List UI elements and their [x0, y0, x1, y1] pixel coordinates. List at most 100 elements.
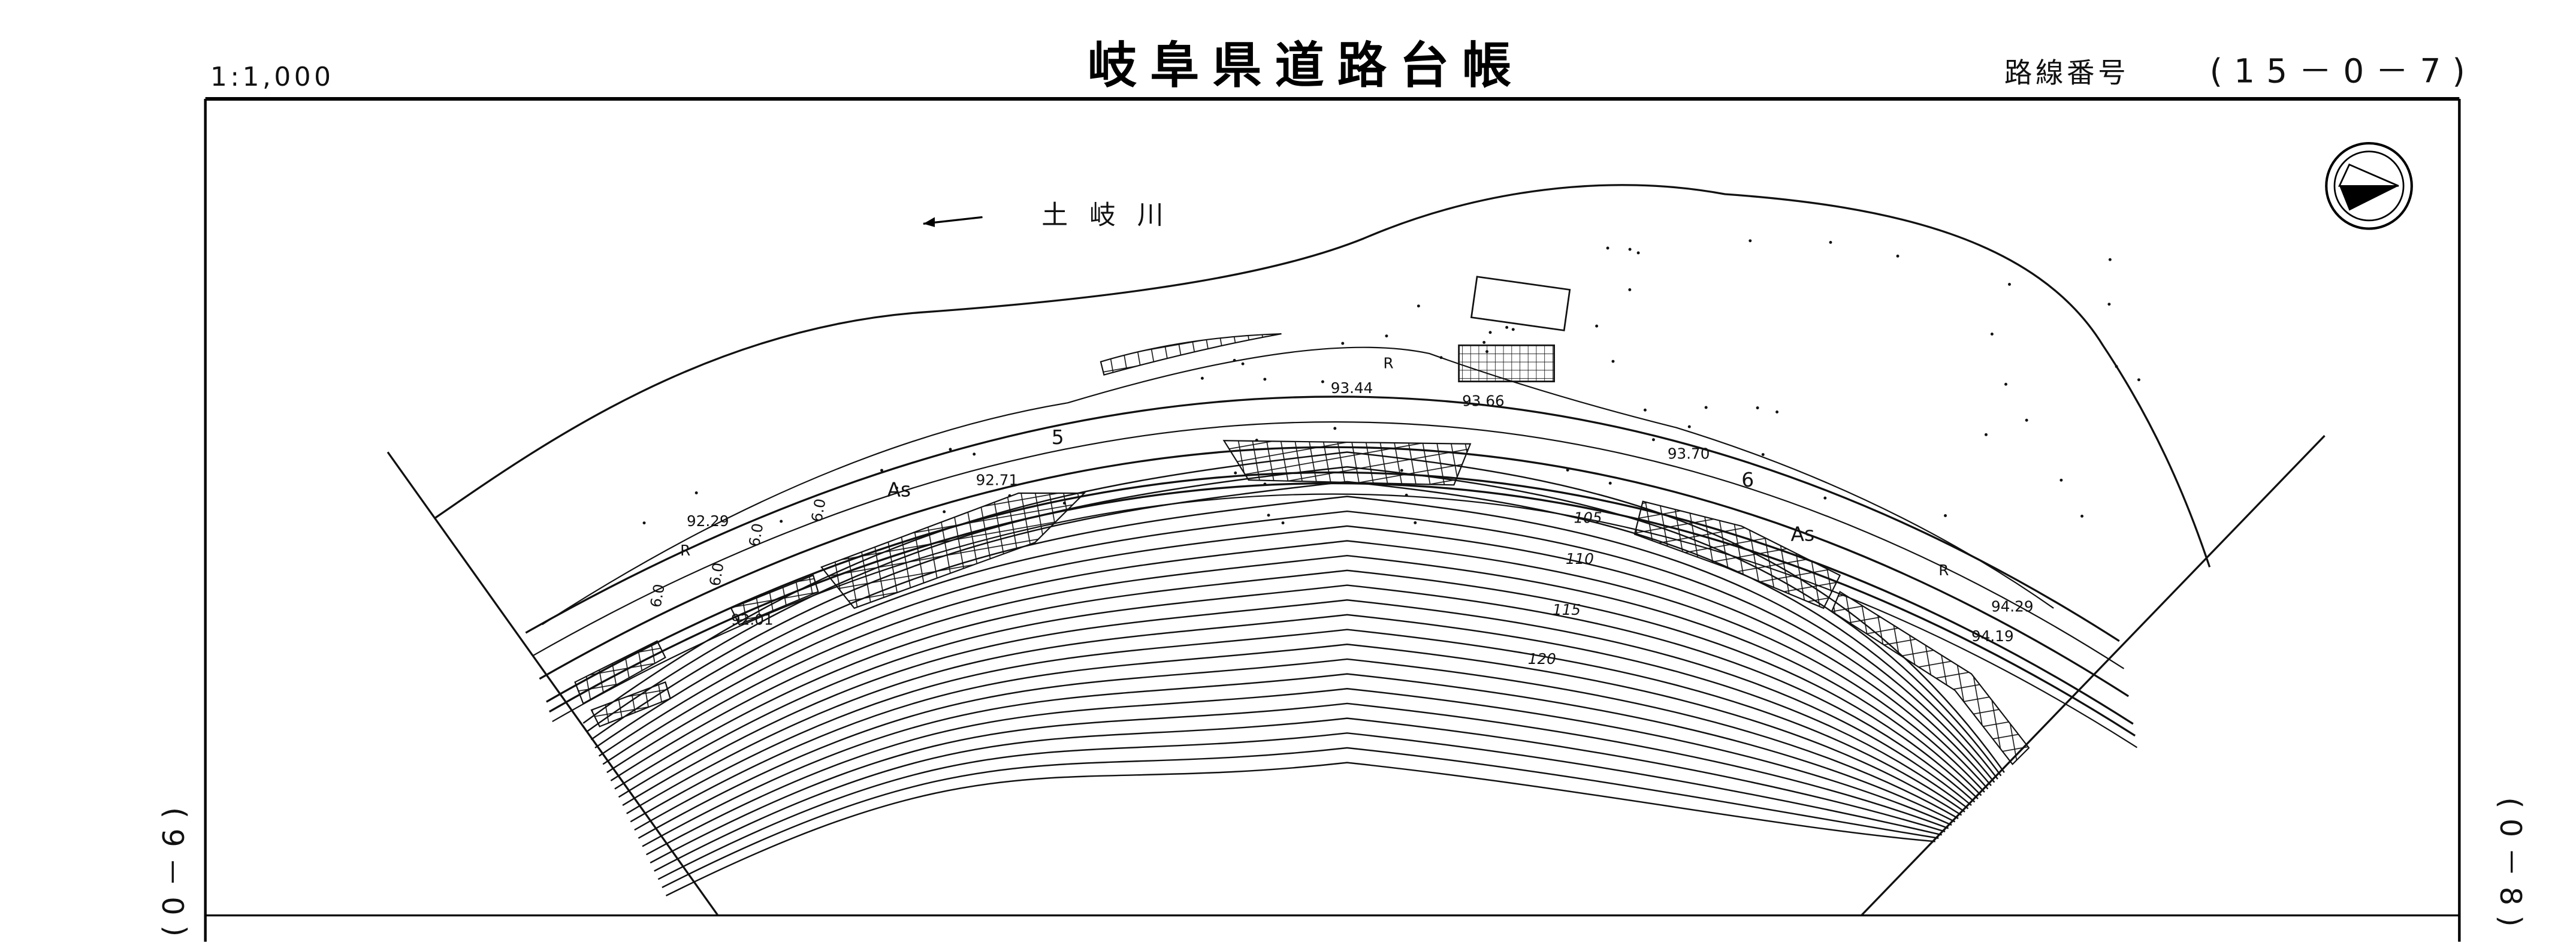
stipple-dot	[1482, 340, 1486, 344]
stipple-dot	[1263, 378, 1267, 381]
stipple-dot	[1488, 331, 1492, 334]
stipple-dot	[1636, 251, 1640, 255]
stipple-dot	[1321, 380, 1324, 384]
contour-line	[650, 702, 1949, 864]
stipple-dot	[1748, 239, 1752, 243]
elevation-label: 92.29	[687, 512, 729, 530]
route-number-label: 路線番号	[2004, 57, 2129, 89]
stipple-dot	[1611, 360, 1615, 363]
road-boundary-line	[542, 346, 2054, 626]
station-number: 6	[1741, 468, 1754, 491]
stipple-dot	[1200, 376, 1204, 380]
stipple-dot	[1823, 496, 1827, 500]
stipple-dot	[1333, 427, 1337, 430]
elevation-label: 93.44	[1331, 379, 1373, 397]
stipple-dot	[1511, 328, 1515, 331]
stipple-dot	[1704, 406, 1708, 409]
elevation-label: 94.29	[1991, 597, 2034, 615]
stipple-dot	[949, 448, 952, 451]
r-label: R	[1384, 355, 1394, 372]
stipple-dot	[1643, 408, 1647, 412]
stipple-dot	[1944, 514, 1947, 517]
north-arrow-icon	[2325, 141, 2413, 230]
structure	[1470, 276, 1571, 331]
stipple-dot	[642, 521, 646, 525]
cut-line-left	[386, 451, 719, 916]
stipple-dot	[1628, 288, 1632, 291]
stipple-dot	[2108, 258, 2112, 261]
elevation-label: 92.71	[976, 471, 1019, 488]
stipple-dot	[694, 491, 698, 494]
elevation-label: 94.19	[1971, 627, 2014, 645]
river-label-group: 土 岐 川	[923, 200, 1170, 230]
route-number-value: (15－0－7)	[2210, 52, 2477, 90]
surface-label: As	[887, 478, 911, 501]
stipple-dot	[943, 510, 946, 514]
river-name: 土 岐 川	[1041, 200, 1170, 230]
road-edge-line	[552, 493, 2138, 748]
sand-stipple	[642, 239, 2140, 525]
width-label: 6.0	[706, 561, 727, 588]
contour-line	[662, 747, 1939, 889]
stipple-dot	[1267, 514, 1270, 517]
stipple-dot	[1414, 521, 1417, 524]
road-lines	[525, 346, 2138, 748]
stipple-dot	[2025, 418, 2028, 422]
contour-line	[602, 525, 1989, 790]
contour-line	[645, 688, 1952, 856]
stipple-dot	[1756, 406, 1759, 410]
sheet-ref-right: (0－8)	[2493, 797, 2528, 937]
contour-line	[598, 510, 1992, 786]
contour-line	[610, 554, 1982, 796]
contour-line	[614, 569, 1979, 799]
contour-line	[654, 717, 1946, 872]
contour-line	[587, 466, 2002, 777]
stipple-dot	[1775, 410, 1779, 413]
contour-line	[634, 644, 1962, 831]
width-label: 6.0	[647, 582, 668, 609]
elevation-label: 92.01	[731, 611, 774, 628]
stipple-dot	[1281, 521, 1285, 525]
stipple-dot	[1829, 240, 1832, 244]
r-label: R	[1938, 561, 1949, 579]
stipple-dot	[2107, 303, 2111, 306]
stipple-dot	[2115, 365, 2118, 369]
contour-line	[642, 673, 1956, 847]
stipple-dot	[2059, 478, 2063, 482]
stipple-dot	[780, 520, 783, 523]
stipple-dot	[2008, 283, 2011, 286]
road-edge-line	[532, 421, 2125, 669]
stipple-dot	[1241, 362, 1245, 366]
station-number: 5	[1052, 425, 1064, 449]
scale-label: 1:1,000	[210, 62, 334, 92]
width-label: 6.0	[808, 497, 829, 524]
surface-label: As	[1790, 523, 1814, 546]
stipple-dot	[973, 452, 976, 456]
sheet-frame	[204, 96, 2461, 942]
contour-line	[630, 629, 1965, 823]
stipple-dot	[895, 486, 898, 490]
stipple-dot	[1606, 246, 1609, 250]
contour-line	[622, 599, 1972, 806]
stipple-dot	[1761, 453, 1765, 457]
contour-line	[618, 584, 1976, 803]
elevation-label: 93.66	[1462, 393, 1505, 410]
contour-label: 120	[1528, 650, 1556, 668]
contour-line	[638, 658, 1959, 839]
contour-line	[665, 762, 1935, 896]
road-edge-line	[525, 395, 2120, 642]
retaining-wall-hatch	[574, 333, 2030, 766]
stipple-dot	[1341, 342, 1345, 345]
contour-label: 110	[1566, 550, 1594, 567]
contour-label: 115	[1553, 601, 1581, 618]
contour-line	[606, 540, 1985, 793]
stipple-dot	[1505, 325, 1509, 329]
building	[1458, 344, 1556, 382]
stipple-dot	[1651, 438, 1655, 442]
river-bank-outline	[434, 184, 2211, 567]
stipple-dot	[1896, 254, 1899, 258]
elevation-label: 93.70	[1668, 445, 1710, 462]
stipple-dot	[1628, 247, 1632, 251]
stipple-dot	[1417, 304, 1420, 308]
stipple-dot	[1608, 481, 1612, 485]
